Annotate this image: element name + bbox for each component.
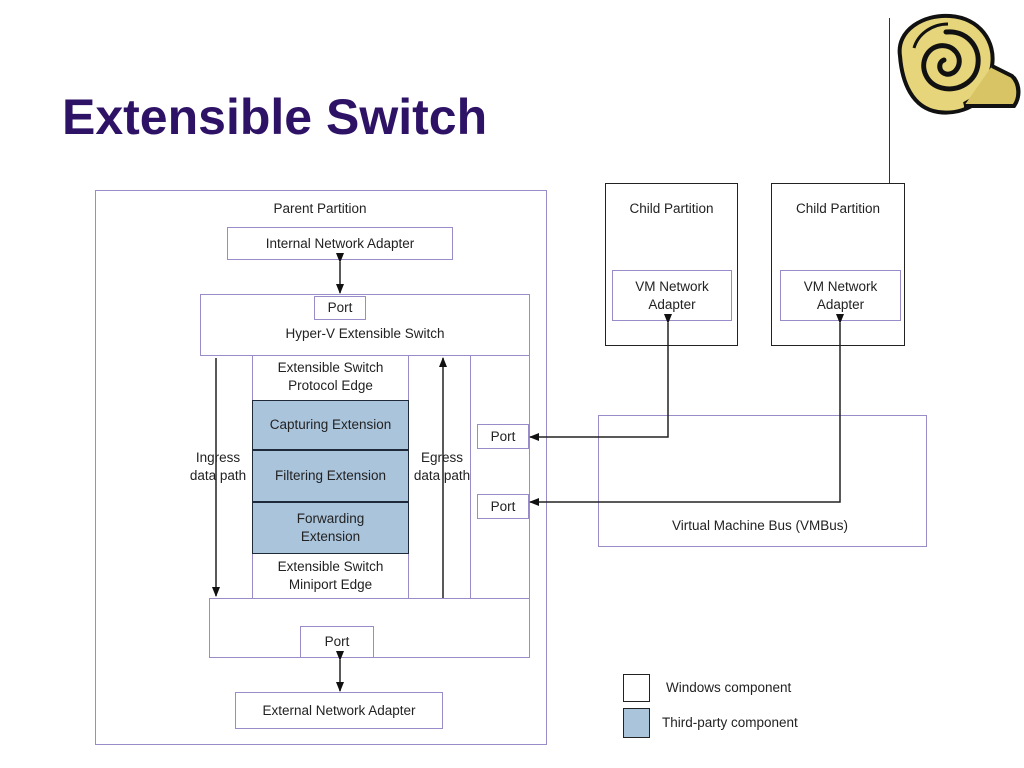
parent-partition-label: Parent Partition xyxy=(273,201,367,216)
scroll-logo-icon xyxy=(897,13,1021,115)
forwarding-extension-label: Forwarding Extension xyxy=(296,511,365,544)
vm-port-2: Port xyxy=(477,494,529,519)
ingress-label: Ingress data path xyxy=(189,450,247,483)
divider-line xyxy=(889,18,890,184)
port-label: Port xyxy=(324,634,350,649)
forwarding-extension: Forwarding Extension xyxy=(252,502,409,554)
port-label: Port xyxy=(490,498,516,514)
vm-network-adapter-1: VM Network Adapter xyxy=(612,270,732,321)
vmbus-label: Virtual Machine Bus (VMBus) xyxy=(671,518,849,533)
external-network-adapter: External Network Adapter xyxy=(235,692,443,729)
switch-top-port: Port xyxy=(314,296,366,320)
internal-network-adapter-label: Internal Network Adapter xyxy=(265,235,415,251)
capturing-extension: Capturing Extension xyxy=(252,400,409,450)
child-partition-1-label: Child Partition xyxy=(629,201,714,216)
filtering-extension-label: Filtering Extension xyxy=(274,468,387,483)
vm-port-1: Port xyxy=(477,424,529,449)
child1-port-arrow xyxy=(529,314,672,441)
capturing-extension-label: Capturing Extension xyxy=(269,417,392,432)
child-partition-2-label: Child Partition xyxy=(795,201,881,216)
port-label: Port xyxy=(490,428,516,444)
legend-windows-label: Windows component xyxy=(666,680,792,695)
legend-third-party-swatch xyxy=(623,708,650,738)
slide-title: Extensible Switch xyxy=(62,89,488,145)
egress-label: Egress data path xyxy=(413,450,471,483)
hyperv-switch-label: Hyper-V Extensible Switch xyxy=(285,326,445,341)
port-label: Port xyxy=(327,300,353,315)
miniport-edge-label: Extensible Switch Miniport Edge xyxy=(277,559,384,592)
vm-network-adapter-2: VM Network Adapter xyxy=(780,270,901,321)
legend-third-party-label: Third-party component xyxy=(662,715,798,730)
legend-windows-swatch xyxy=(623,674,650,702)
vm-network-adapter-label: VM Network Adapter xyxy=(803,278,878,312)
child2-port-arrow xyxy=(529,314,844,506)
vm-network-adapter-label: VM Network Adapter xyxy=(635,278,709,312)
external-network-adapter-label: External Network Adapter xyxy=(262,702,416,718)
protocol-edge-label: Extensible Switch Protocol Edge xyxy=(277,360,384,393)
filtering-extension: Filtering Extension xyxy=(252,450,409,502)
